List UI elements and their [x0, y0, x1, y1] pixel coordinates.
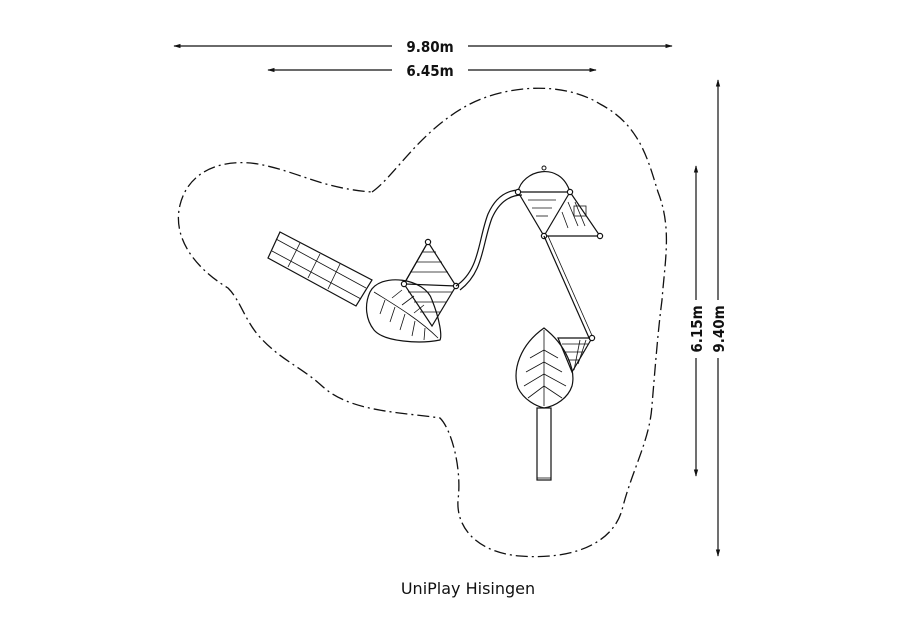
leaf-roof-left — [365, 279, 442, 343]
dimension-label-width-inner: 6.45m — [406, 62, 453, 80]
leaf-tower — [515, 327, 574, 481]
slide — [267, 231, 373, 307]
platform-lower — [557, 334, 596, 374]
product-name: UniPlay Hisingen — [401, 579, 535, 598]
dimension-height-outer: 9.40m — [710, 79, 728, 557]
dimension-label-height-outer: 9.40m — [710, 305, 728, 352]
dimension-label-width-outer: 9.80m — [406, 38, 453, 56]
rope-bridge — [543, 235, 595, 341]
dimension-width-outer: 9.80m — [173, 38, 673, 56]
platform-top — [514, 165, 604, 240]
dimension-height-inner: 6.15m — [688, 165, 706, 477]
safety-zone-outline — [177, 87, 668, 558]
dimension-label-height-inner: 6.15m — [688, 305, 706, 352]
platform-left — [400, 238, 460, 328]
dimension-width-inner: 6.45m — [267, 62, 597, 80]
curved-bridge — [455, 189, 523, 291]
